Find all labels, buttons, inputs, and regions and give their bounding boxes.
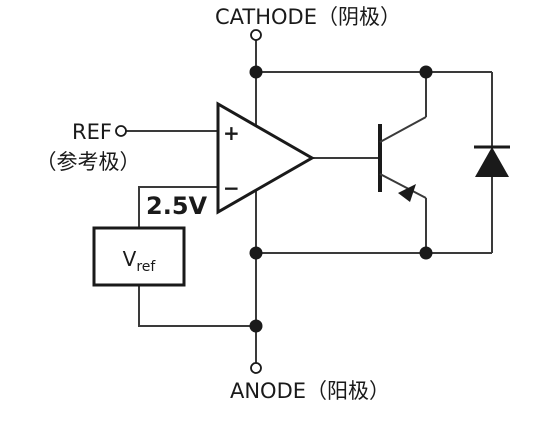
minus-sign: − bbox=[223, 176, 240, 200]
vref-label-sub: ref bbox=[136, 259, 156, 275]
ref-cn-label: （参考极） bbox=[36, 150, 141, 174]
ref-terminal bbox=[115, 125, 127, 137]
anode-terminal bbox=[250, 362, 262, 374]
cathode-label: CATHODE（阴极） bbox=[215, 5, 401, 29]
diode-icon bbox=[475, 147, 509, 177]
junction-dot bbox=[249, 65, 263, 79]
junction-dot bbox=[419, 246, 433, 260]
op-amp-triangle bbox=[216, 101, 316, 215]
emitter-arrow-icon bbox=[398, 184, 416, 202]
vref-box bbox=[92, 226, 186, 287]
plus-sign: + bbox=[223, 121, 240, 145]
vref-bottom-wire bbox=[138, 285, 256, 327]
voltage-label: 2.5V bbox=[146, 192, 208, 220]
cathode-terminal bbox=[250, 29, 262, 41]
junction-dot bbox=[249, 246, 263, 260]
ref-label: REF bbox=[72, 120, 112, 144]
transistor-collector-diag bbox=[379, 116, 427, 143]
transistor-emitter-diag bbox=[379, 173, 427, 199]
vref-label: Vref bbox=[123, 247, 157, 275]
junction-dot bbox=[419, 65, 433, 79]
vref-top-wire bbox=[138, 186, 218, 228]
anode-label: ANODE（阳极） bbox=[230, 379, 390, 403]
junction-dot bbox=[249, 319, 263, 333]
vref-label-main: V bbox=[123, 247, 137, 271]
